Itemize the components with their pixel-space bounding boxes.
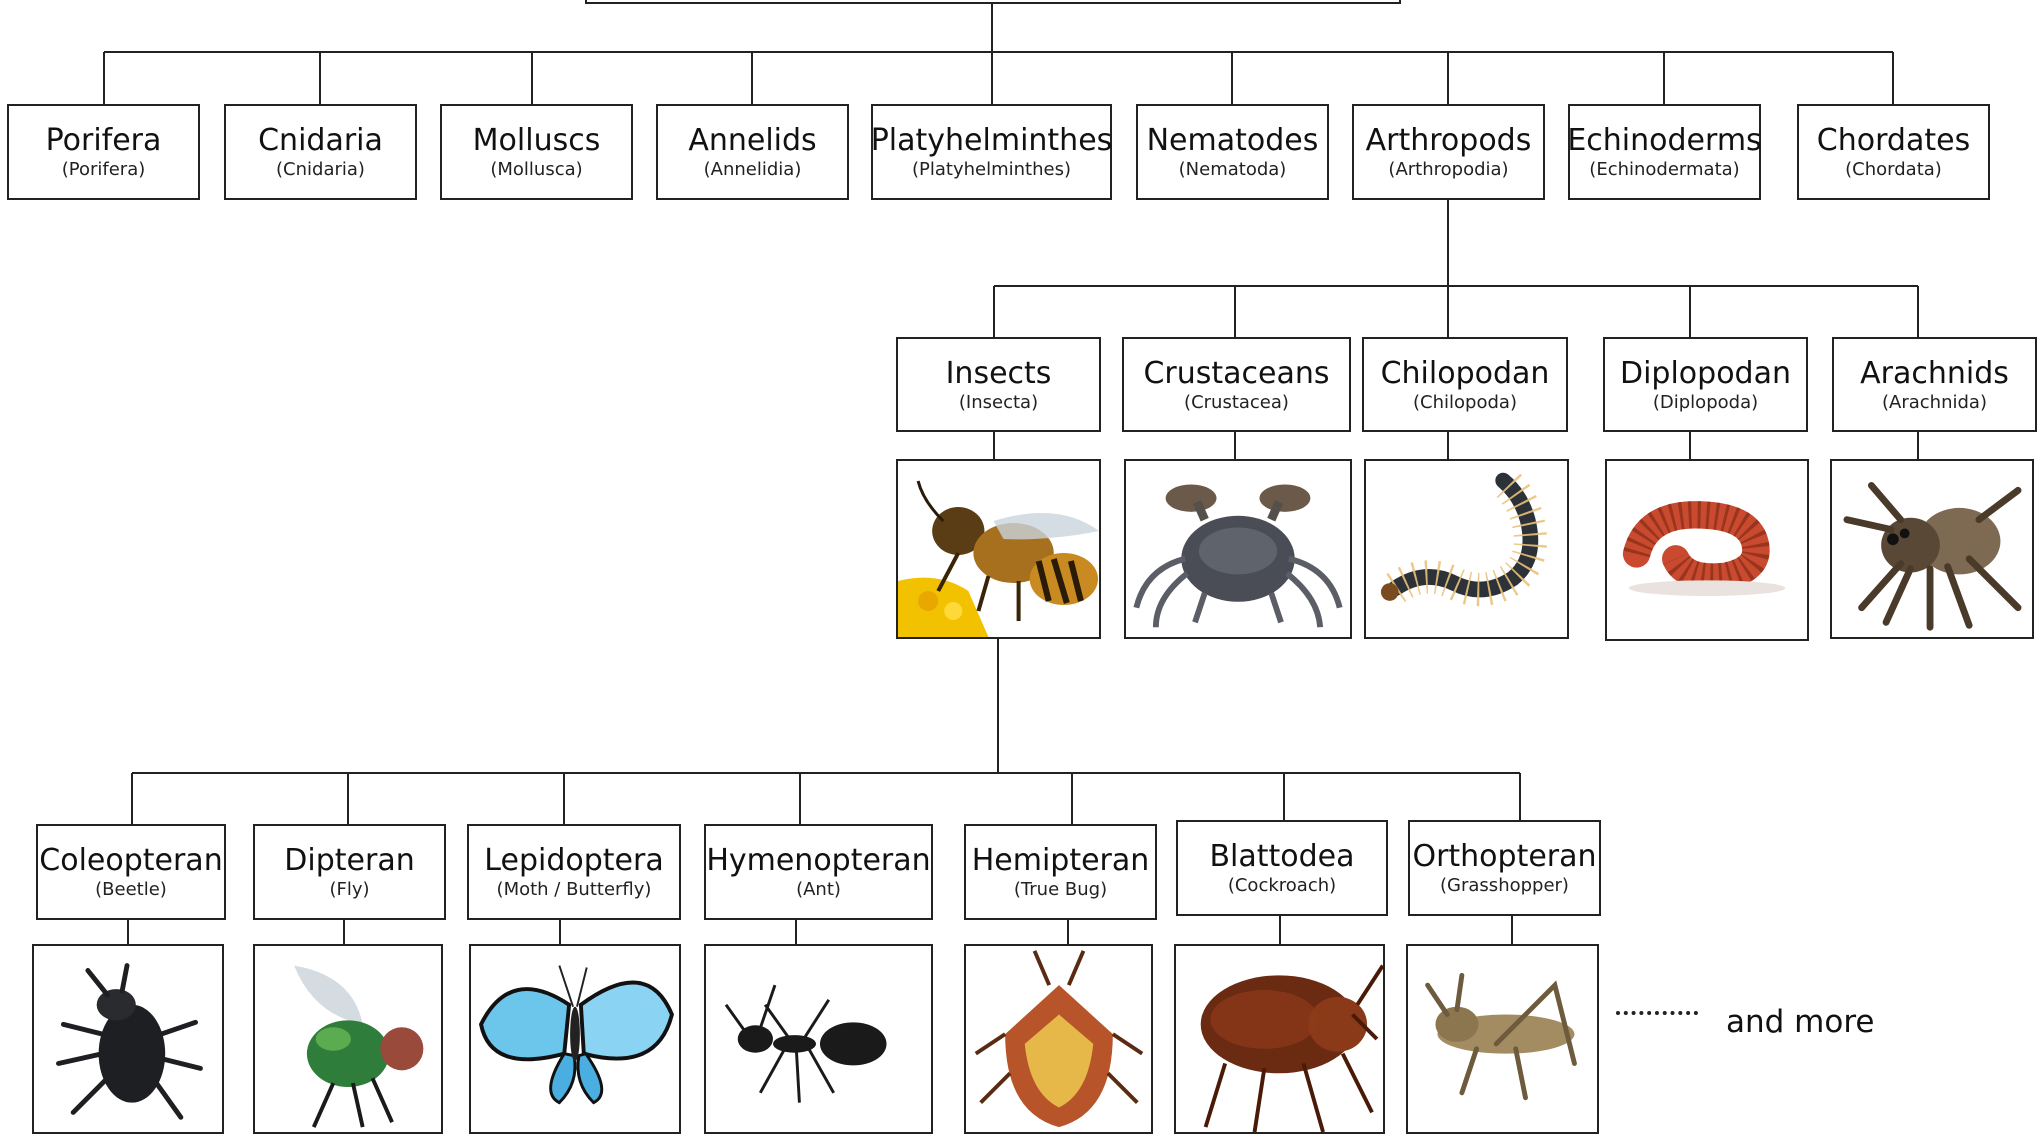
bee-image bbox=[896, 459, 1101, 639]
order-blattodea: Blattodea (Cockroach) bbox=[1176, 820, 1388, 916]
order-common-name: (Fly) bbox=[329, 879, 369, 901]
phylum-latin: (Cnidaria) bbox=[276, 159, 365, 181]
centipede-image bbox=[1364, 459, 1569, 639]
millipede-image bbox=[1605, 459, 1809, 641]
phylum-name: Platyhelminthes bbox=[871, 123, 1113, 159]
phylum-latin: (Arthropodia) bbox=[1388, 159, 1508, 181]
and-more-label: and more bbox=[1726, 1002, 1874, 1042]
phylum-name: Arthropods bbox=[1366, 123, 1532, 159]
phylum-latin: (Echinodermata) bbox=[1589, 159, 1739, 181]
order-name: Dipteran bbox=[284, 843, 414, 879]
butterfly-image bbox=[469, 944, 681, 1134]
phylum-name: Chordates bbox=[1817, 123, 1970, 159]
grasshopper-image bbox=[1406, 944, 1599, 1134]
kingdom-root-box bbox=[585, 0, 1401, 4]
order-lepidoptera: Lepidoptera (Moth / Butterfly) bbox=[467, 824, 681, 920]
stink-bug-image bbox=[964, 944, 1153, 1134]
order-name: Hemipteran bbox=[972, 843, 1150, 879]
class-latin: (Insecta) bbox=[959, 392, 1038, 414]
order-common-name: (Ant) bbox=[796, 879, 841, 901]
class-name: Chilopodan bbox=[1381, 356, 1550, 392]
phylum-molluscs: Molluscs (Mollusca) bbox=[440, 104, 633, 200]
order-name: Hymenopteran bbox=[706, 843, 930, 879]
phylum-annelids: Annelids (Annelidia) bbox=[656, 104, 849, 200]
beetle-image bbox=[32, 944, 224, 1134]
phylum-name: Annelids bbox=[688, 123, 816, 159]
class-name: Arachnids bbox=[1860, 356, 2009, 392]
phylum-echinoderms: Echinoderms (Echinodermata) bbox=[1568, 104, 1761, 200]
continuation-dots bbox=[1616, 1011, 1698, 1015]
order-name: Orthopteran bbox=[1412, 839, 1596, 875]
class-chilopodan: Chilopodan (Chilopoda) bbox=[1362, 337, 1568, 432]
phylum-name: Molluscs bbox=[473, 123, 601, 159]
order-name: Blattodea bbox=[1209, 839, 1354, 875]
phylum-chordates: Chordates (Chordata) bbox=[1797, 104, 1990, 200]
order-common-name: (Moth / Butterfly) bbox=[497, 879, 652, 901]
phylum-arthropods: Arthropods (Arthropodia) bbox=[1352, 104, 1545, 200]
phylum-latin: (Platyhelminthes) bbox=[912, 159, 1071, 181]
phylum-latin: (Mollusca) bbox=[490, 159, 582, 181]
phylum-nematodes: Nematodes (Nematoda) bbox=[1136, 104, 1329, 200]
order-name: Lepidoptera bbox=[484, 843, 663, 879]
order-common-name: (Grasshopper) bbox=[1440, 875, 1569, 897]
class-latin: (Crustacea) bbox=[1184, 392, 1289, 414]
order-common-name: (Cockroach) bbox=[1228, 875, 1336, 897]
phylum-cnidaria: Cnidaria (Cnidaria) bbox=[224, 104, 417, 200]
phylum-latin: (Annelidia) bbox=[704, 159, 802, 181]
phylum-name: Cnidaria bbox=[258, 123, 383, 159]
phylum-latin: (Chordata) bbox=[1845, 159, 1942, 181]
class-name: Diplopodan bbox=[1620, 356, 1791, 392]
class-name: Crustaceans bbox=[1143, 356, 1329, 392]
class-insects: Insects (Insecta) bbox=[896, 337, 1101, 432]
order-common-name: (Beetle) bbox=[95, 879, 167, 901]
order-hymenopteran: Hymenopteran (Ant) bbox=[704, 824, 933, 920]
class-latin: (Diplopoda) bbox=[1653, 392, 1758, 414]
phylum-name: Nematodes bbox=[1147, 123, 1319, 159]
class-arachnids: Arachnids (Arachnida) bbox=[1832, 337, 2037, 432]
order-dipteran: Dipteran (Fly) bbox=[253, 824, 446, 920]
fly-image bbox=[253, 944, 443, 1134]
class-name: Insects bbox=[946, 356, 1052, 392]
phylum-porifera: Porifera (Porifera) bbox=[7, 104, 200, 200]
cockroach-image bbox=[1174, 944, 1385, 1134]
crab-image bbox=[1124, 459, 1352, 639]
order-name: Coleopteran bbox=[39, 843, 222, 879]
order-coleopteran: Coleopteran (Beetle) bbox=[36, 824, 226, 920]
ant-image bbox=[704, 944, 933, 1134]
order-common-name: (True Bug) bbox=[1014, 879, 1107, 901]
class-crustaceans: Crustaceans (Crustacea) bbox=[1122, 337, 1351, 432]
spider-image bbox=[1830, 459, 2034, 639]
class-latin: (Arachnida) bbox=[1882, 392, 1987, 414]
class-latin: (Chilopoda) bbox=[1413, 392, 1517, 414]
phylum-latin: (Nematoda) bbox=[1179, 159, 1287, 181]
class-diplopodan: Diplopodan (Diplopoda) bbox=[1603, 337, 1808, 432]
order-orthopteran: Orthopteran (Grasshopper) bbox=[1408, 820, 1601, 916]
phylum-platyhelminthes: Platyhelminthes (Platyhelminthes) bbox=[871, 104, 1112, 200]
phylum-name: Porifera bbox=[46, 123, 162, 159]
order-hemipteran: Hemipteran (True Bug) bbox=[964, 824, 1157, 920]
phylum-latin: (Porifera) bbox=[62, 159, 146, 181]
phylum-name: Echinoderms bbox=[1567, 123, 1761, 159]
